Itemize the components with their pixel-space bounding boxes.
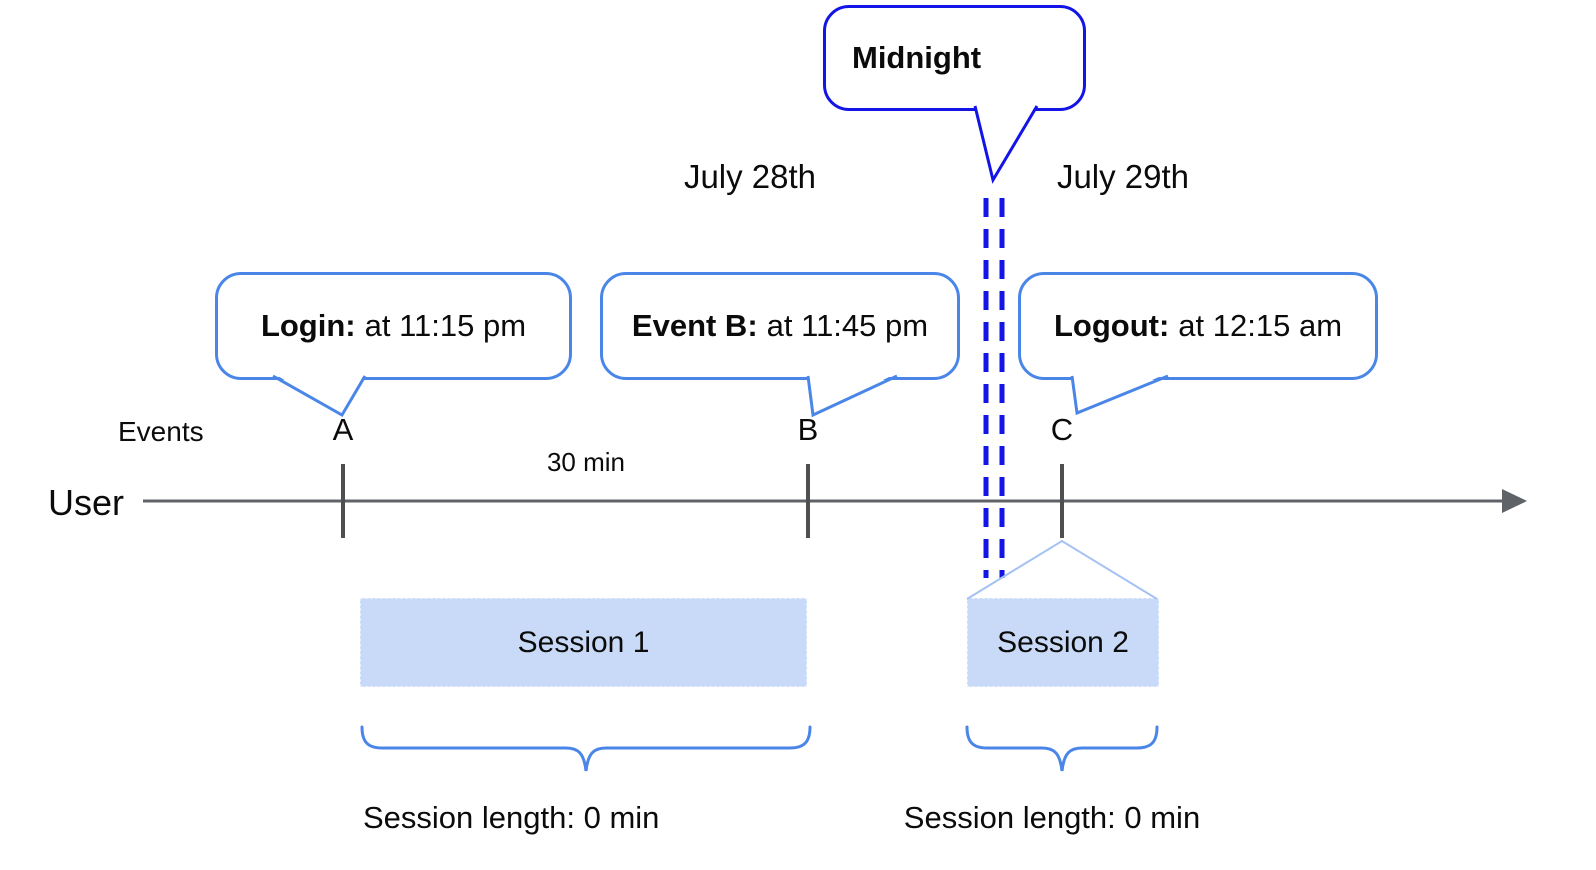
timeline-arrowhead-icon bbox=[1502, 489, 1527, 513]
event-b-callout: Event B: at 11:45 pm bbox=[600, 272, 960, 380]
login-callout-time: at 11:15 pm bbox=[364, 308, 527, 343]
session-1-label: Session 1 bbox=[517, 625, 650, 659]
date-label-july-29: July 29th bbox=[1056, 158, 1190, 195]
interval-label: 30 min bbox=[546, 447, 626, 477]
login-callout: Login: at 11:15 pm bbox=[215, 272, 572, 380]
logout-callout-title: Logout: bbox=[1053, 308, 1170, 343]
session-2-label: Session 2 bbox=[997, 625, 1129, 659]
event-b-callout-title: Event B: bbox=[631, 308, 758, 343]
date-label-july-28: July 28th bbox=[683, 158, 817, 195]
session-2-length-label: Session length: 0 min bbox=[903, 800, 1201, 835]
login-tail-outline bbox=[272, 374, 367, 418]
user-axis-label: User bbox=[48, 482, 125, 523]
session-1-brace bbox=[360, 725, 812, 772]
session-1-box: Session 1 bbox=[360, 598, 807, 687]
session-2-funnel-lines bbox=[966, 539, 1158, 600]
event-b-tail-outline bbox=[806, 374, 898, 418]
midnight-callout: Midnight bbox=[823, 5, 1086, 111]
session-2-brace bbox=[965, 725, 1159, 772]
session-1-length-label: Session length: 0 min bbox=[363, 800, 660, 835]
event-mark-b: B bbox=[797, 412, 819, 447]
event-mark-c: C bbox=[1050, 412, 1074, 447]
logout-callout-time: at 12:15 am bbox=[1178, 308, 1343, 343]
event-mark-a: A bbox=[332, 412, 354, 447]
event-b-callout-time: at 11:45 pm bbox=[766, 308, 929, 343]
logout-callout: Logout: at 12:15 am bbox=[1018, 272, 1378, 380]
login-callout-title: Login: bbox=[260, 308, 356, 343]
logout-tail-outline bbox=[1070, 374, 1169, 416]
events-axis-label: Events bbox=[118, 416, 204, 447]
midnight-callout-label: Midnight bbox=[852, 40, 982, 75]
session-2-box: Session 2 bbox=[967, 598, 1159, 687]
